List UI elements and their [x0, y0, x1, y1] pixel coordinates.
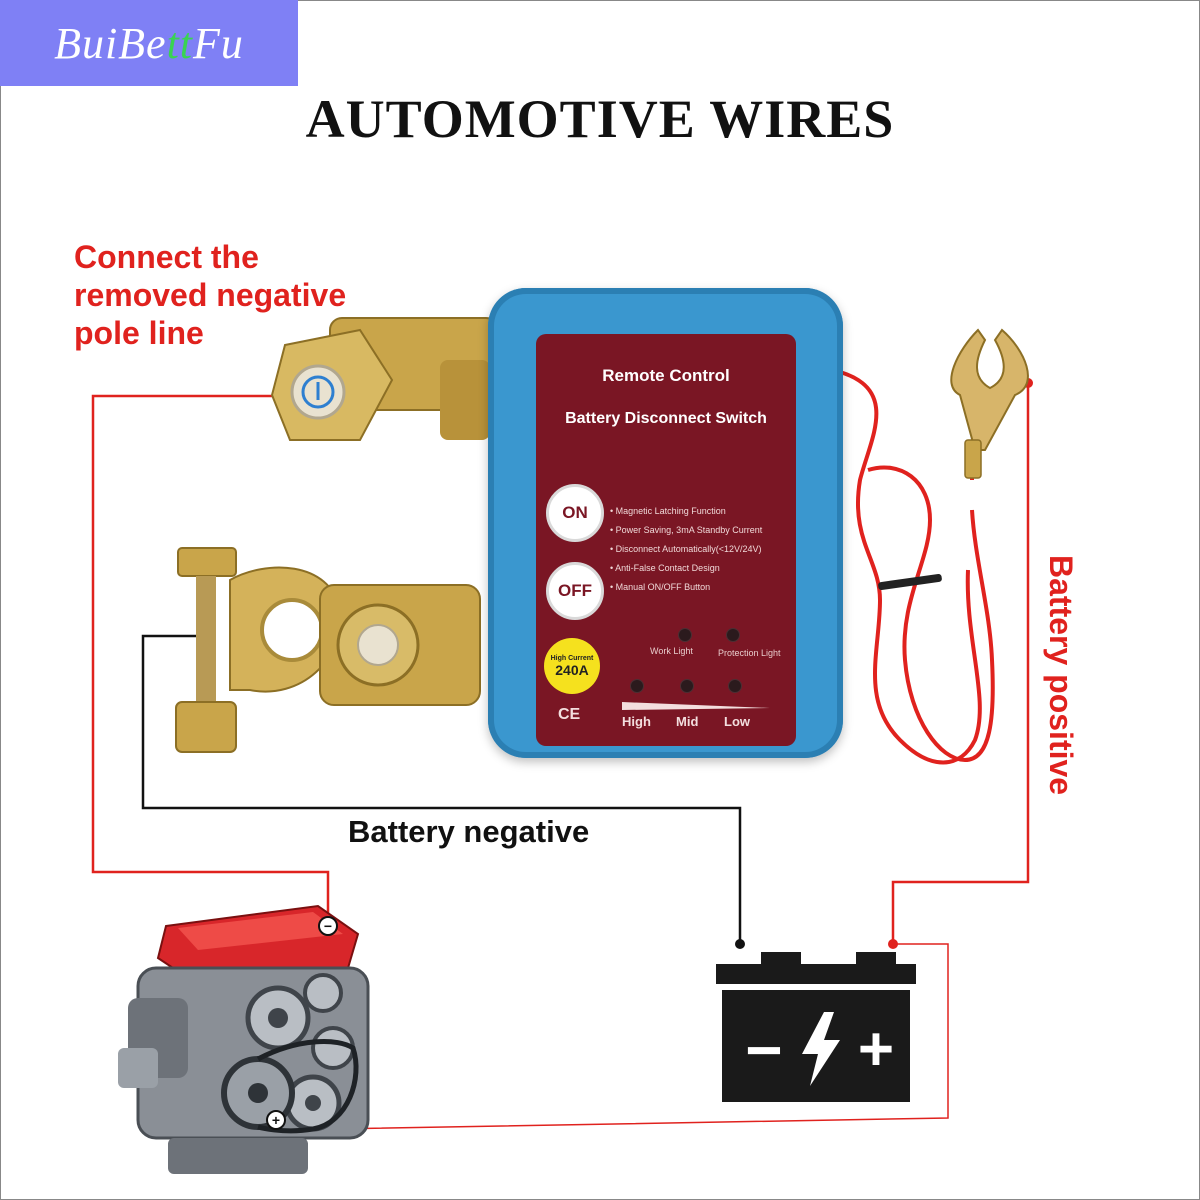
engine-negative-terminal: − [324, 918, 332, 934]
brand-suffix: Fu [193, 18, 244, 68]
brand-name: BuiBettFu [54, 18, 244, 69]
engine-icon: − + [118, 904, 370, 1174]
junction-dot [888, 939, 898, 949]
feature-list: Magnetic Latching Function Power Saving,… [610, 502, 762, 597]
ce-mark: CE [558, 706, 581, 723]
protection-light-led [726, 628, 740, 642]
brand-prefix: BuiBe [54, 18, 167, 68]
brand-watermark: BuiBettFu [0, 0, 298, 86]
feature-item: Anti-False Contact Design [610, 559, 762, 578]
ring-terminal-lug [950, 328, 1029, 479]
brand-accent: tt [166, 18, 194, 68]
current-badge-label: High Current [550, 654, 594, 662]
level-label-mid: Mid [676, 714, 699, 729]
protection-light-label: Protection Light [718, 648, 781, 658]
level-ramp [622, 702, 770, 710]
control-panel: Remote Control Battery Disconnect Switch… [536, 334, 796, 746]
level-led-high [630, 679, 644, 693]
cable-tie [878, 573, 942, 591]
battery-positive-label: Battery positive [1043, 555, 1079, 796]
lightning-icon [802, 1012, 840, 1086]
battery-post-clamp [175, 547, 481, 753]
wire-battery-to-engine-positive [274, 943, 949, 1131]
panel-title-line1: Remote Control [602, 366, 730, 385]
feature-item: Disconnect Automatically(<12V/24V) [610, 540, 762, 559]
engine-positive-terminal: + [272, 1112, 280, 1128]
level-led-low [728, 679, 742, 693]
off-button[interactable]: OFF [546, 562, 604, 620]
battery-plus-symbol: + [858, 1015, 894, 1084]
feature-item: Power Saving, 3mA Standby Current [610, 521, 763, 540]
negative-pole-clamp [270, 317, 499, 441]
level-label-high: High [622, 714, 651, 729]
feature-item: Manual ON/OFF Button [610, 578, 762, 597]
wire-pole-to-engine-negative [91, 394, 330, 928]
on-button[interactable]: ON [546, 484, 604, 542]
work-light-label: Work Light [650, 646, 693, 656]
junction-dot [735, 939, 745, 949]
feature-item: Magnetic Latching Function [610, 502, 762, 521]
battery-minus-symbol: − [745, 1014, 782, 1086]
level-led-mid [680, 679, 694, 693]
battery-icon: − + [716, 952, 916, 1102]
current-rating-badge: High Current 240A [544, 638, 600, 694]
battery-disconnect-switch: Remote Control Battery Disconnect Switch… [488, 288, 843, 758]
wire-battery-positive [891, 383, 1030, 944]
current-badge-value: 240A [555, 661, 589, 678]
page-title: AUTOMOTIVE WIRES [305, 89, 895, 149]
negative-pole-note: Connect the removed negative pole line [74, 239, 347, 351]
battery-negative-label: Battery negative [348, 814, 590, 849]
level-label-low: Low [724, 714, 750, 729]
panel-title-line2: Battery Disconnect Switch [565, 410, 767, 427]
work-light-led [678, 628, 692, 642]
wire-battery-negative [141, 634, 742, 944]
